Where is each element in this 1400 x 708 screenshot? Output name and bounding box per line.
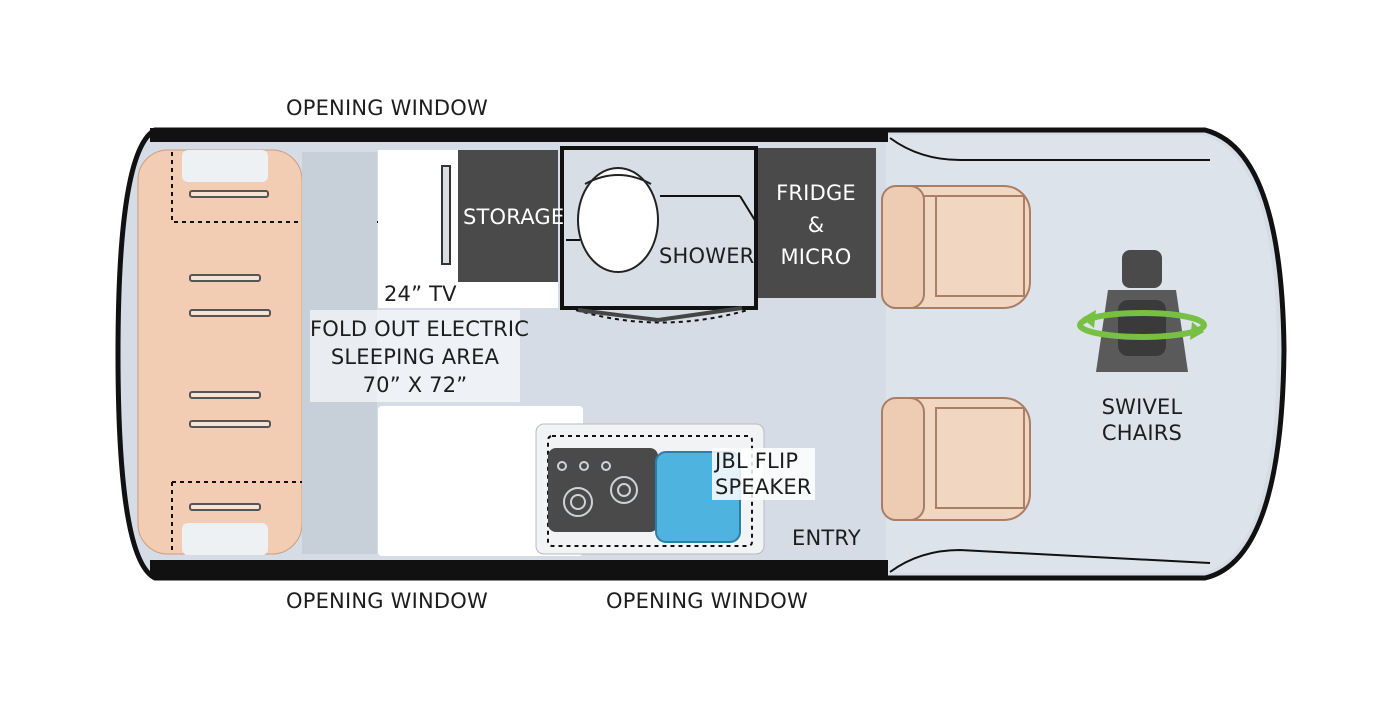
speaker-label-line1: JBL FLIP (715, 449, 799, 473)
shower-label: SHOWER (659, 244, 755, 268)
cooktop (548, 448, 658, 532)
sleeping-label-bg (310, 310, 520, 402)
swivel-label-line2: CHAIRS (1101, 421, 1183, 445)
swivel-chairs-label: SWIVEL CHAIRS (1094, 394, 1190, 446)
fridge-label: FRIDGE & MICRO (776, 180, 856, 270)
speaker-label-line2: SPEAKER (715, 475, 812, 499)
rear-bed-pillow-bottom (182, 523, 268, 555)
rear-bed-pillow-top (182, 150, 268, 182)
tv-label: 24” TV (384, 282, 457, 306)
sleeping-label-line3: 70” X 72” (362, 373, 468, 397)
fridge-label-line1: FRIDGE (776, 181, 856, 205)
sleeping-area-label: FOLD OUT ELECTRIC SLEEPING AREA 70” X 72… (310, 316, 530, 398)
sleeping-label-line1: FOLD OUT ELECTRIC (310, 317, 530, 341)
opening-window-top-label: OPENING WINDOW (286, 96, 488, 120)
cab-line-top (889, 137, 1210, 161)
passenger-seat-top (881, 185, 1031, 309)
rear-bed (137, 149, 303, 555)
driver-seat-bottom (881, 397, 1031, 521)
swivel-label-line1: SWIVEL (1101, 395, 1183, 419)
lower-counter (378, 406, 583, 556)
bathroom-door-arc (575, 309, 749, 324)
fridge-label-line3: MICRO (780, 245, 852, 269)
storage-cabinet (458, 150, 558, 282)
bathroom (560, 146, 758, 310)
wall-top (150, 128, 888, 142)
tv-screen (441, 165, 451, 265)
sleeping-label-line2: SLEEPING AREA (330, 345, 500, 369)
cab-line-bottom (889, 548, 1211, 573)
opening-window-bottom-left-label: OPENING WINDOW (286, 589, 488, 613)
burners (557, 461, 638, 517)
toilet-icon (577, 167, 659, 273)
speaker-label: JBL FLIP SPEAKER (712, 448, 815, 500)
fridge-cabinet (758, 148, 876, 298)
entry-label: ENTRY (792, 526, 861, 550)
wall-bottom (150, 560, 888, 578)
fridge-label-line2: & (807, 213, 825, 237)
seatbelt-buckles (189, 190, 271, 511)
storage-label: STORAGE (463, 205, 565, 229)
swivel-chair-icon (1077, 250, 1207, 372)
opening-window-bottom-right-label: OPENING WINDOW (606, 589, 808, 613)
